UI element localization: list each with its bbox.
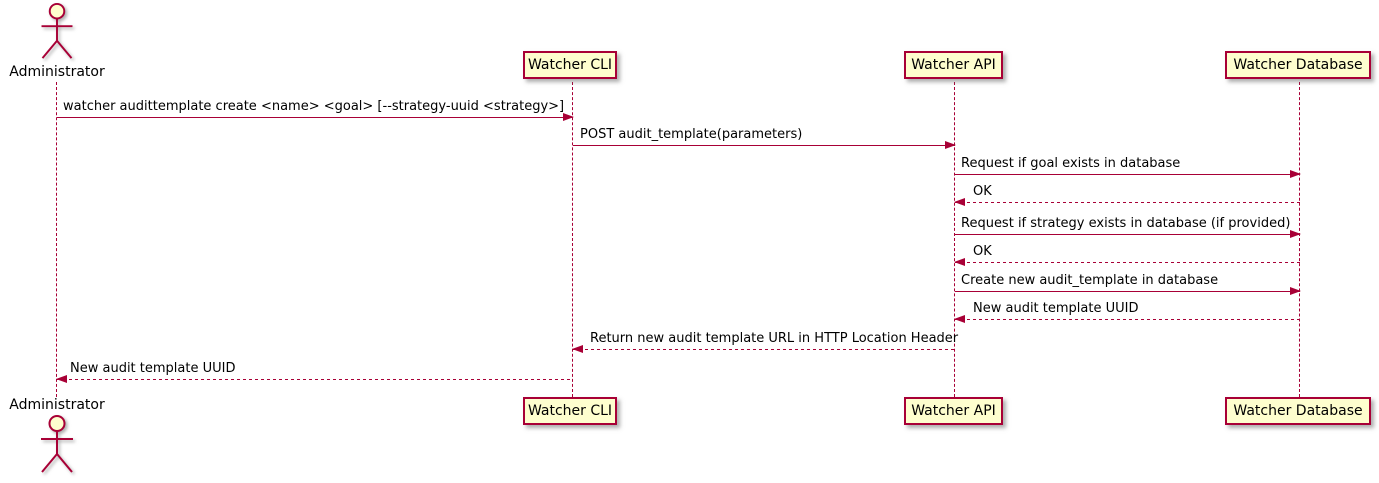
message-line [573,145,955,146]
actor-stickman-icon [41,415,73,473]
participant-label: Watcher API [911,57,996,73]
message-label: Return new audit template URL in HTTP Lo… [590,331,959,346]
actor-administrator-top: Administrator [9,2,105,80]
lifeline-administrator [56,82,57,397]
arrowhead-icon [954,258,965,266]
participant-box-watcher-api-bottom: Watcher API [904,397,1003,425]
message-line [955,319,1300,320]
participant-label: Watcher CLI [527,403,613,419]
actor-label: Administrator [9,397,105,413]
message-line [955,262,1300,263]
lifeline-watcher-cli [572,82,573,397]
message-label: watcher audittemplate create <name> <goa… [63,99,565,114]
message-label: POST audit_template(parameters) [580,127,803,142]
message-label: OK [973,184,992,199]
actor-label: Administrator [9,64,105,80]
participant-box-watcher-cli-bottom: Watcher CLI [523,397,617,425]
lifeline-watcher-database [1299,82,1300,397]
participant-label: Watcher Database [1233,403,1363,419]
message-line [955,291,1300,292]
message-label: New audit template UUID [973,301,1139,316]
message-line [57,379,573,380]
message-line [955,234,1300,235]
arrowhead-icon [945,141,956,149]
message-label: OK [973,244,992,259]
arrowhead-icon [563,113,574,121]
arrowhead-icon [1290,287,1301,295]
participant-box-watcher-database-top: Watcher Database [1225,51,1371,79]
message-label: Create new audit_template in database [961,273,1219,288]
message-line [573,349,955,350]
arrowhead-icon [1290,230,1301,238]
participant-box-watcher-cli-top: Watcher CLI [523,51,617,79]
participant-label: Watcher CLI [527,57,613,73]
message-line [57,117,573,118]
message-label: New audit template UUID [70,361,236,376]
participant-label: Watcher API [911,403,996,419]
message-label: Request if goal exists in database [961,156,1181,171]
actor-administrator-bottom: Administrator [9,397,105,476]
arrowhead-icon [1290,170,1301,178]
arrowhead-icon [954,315,965,323]
arrowhead-icon [572,345,583,353]
participant-box-watcher-api-top: Watcher API [904,51,1003,79]
participant-label: Watcher Database [1233,57,1363,73]
lifeline-watcher-api [954,82,955,397]
arrowhead-icon [56,375,67,383]
participant-box-watcher-database-bottom: Watcher Database [1225,397,1371,425]
message-line [955,174,1300,175]
actor-stickman-icon [41,2,73,59]
message-label: Request if strategy exists in database (… [961,216,1291,231]
arrowhead-icon [954,198,965,206]
message-line [955,202,1300,203]
